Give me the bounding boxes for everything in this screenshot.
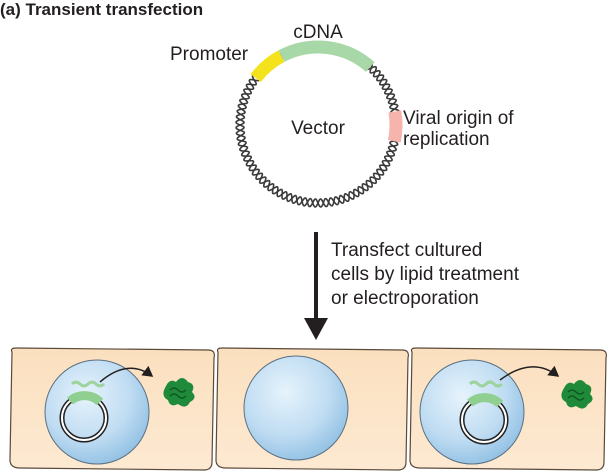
- transfection-arrow: [304, 232, 328, 340]
- cell-transfected-right: [409, 347, 607, 471]
- promoter-segment: [250, 50, 285, 83]
- plasmid-icon: [459, 393, 509, 445]
- nucleus: [419, 359, 525, 465]
- vector-label: Vector: [291, 118, 346, 139]
- cell-transfected-left: [9, 347, 215, 471]
- step-text-line2: cells by lipid treatment: [331, 264, 520, 285]
- plasmid-icon: [59, 391, 109, 443]
- cdna-segment: [278, 40, 375, 72]
- cell-untransfected-middle: [215, 347, 409, 471]
- panel-title: (a) Transient transfection: [0, 0, 203, 19]
- viral-origin-label-line2: replication: [403, 129, 490, 150]
- nucleus: [243, 355, 349, 461]
- step-text-line3: or electroporation: [331, 288, 479, 309]
- translation-arrow: [99, 365, 154, 383]
- promoter-label: Promoter: [170, 44, 249, 65]
- vector-plasmid: [235, 40, 403, 208]
- cultured-cells: [9, 347, 607, 471]
- protein-blob: [561, 380, 593, 409]
- translation-arrow: [499, 365, 560, 381]
- mrna-wavy: [468, 380, 504, 388]
- cdna-label: cDNA: [293, 22, 343, 43]
- mrna-wavy: [70, 380, 106, 388]
- protein-blob: [163, 378, 195, 407]
- viral-origin-segment: [387, 110, 403, 143]
- step-text-line1: Transfect cultured: [331, 240, 482, 261]
- viral-origin-label-line1: Viral origin of: [403, 108, 514, 129]
